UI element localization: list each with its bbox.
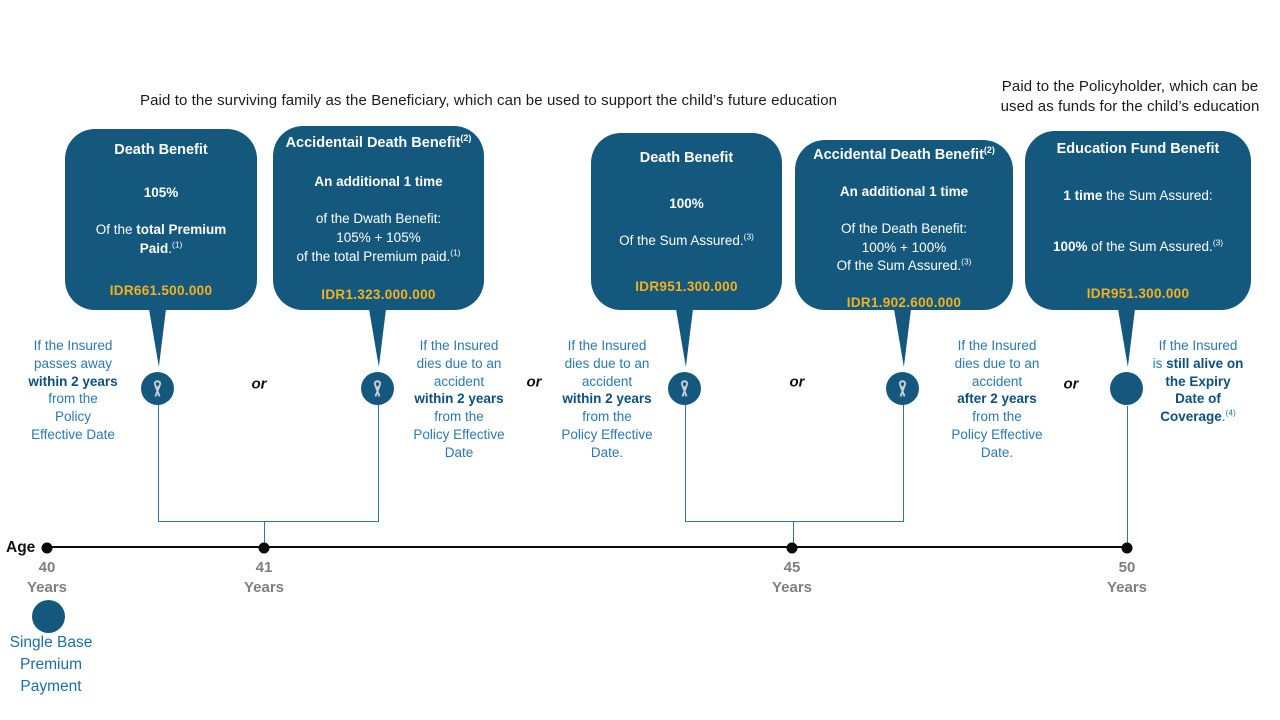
premium-payment-node — [31, 599, 65, 633]
card-benefit-text: 1 time the Sum Assured: 100% of the Sum … — [1052, 188, 1224, 255]
card-amount: IDR951.300.000 — [635, 279, 738, 295]
card-title: Accidental Death Benefit(2) — [813, 145, 995, 163]
or-separator: or — [526, 373, 542, 391]
card-benefit-text: 105% Of the total Premium Paid.(1) — [95, 184, 227, 256]
card-amount: IDR1.323.000.000 — [321, 286, 436, 302]
age-axis-line — [44, 546, 1129, 549]
death-benefit-card-year5: Death Benefit 100% Of the Sum Assured.(3… — [591, 133, 782, 310]
policyholder-caption: Paid to the Policyholder, which can be u… — [1000, 78, 1260, 115]
awareness-ribbon-icon — [153, 380, 162, 397]
timeline-dot-40 — [41, 542, 53, 554]
event-node-accident-y1 — [361, 372, 394, 405]
or-separator: or — [1063, 375, 1079, 393]
connector-line — [902, 405, 904, 522]
card-pointer — [369, 309, 386, 367]
event-node-death-y1 — [141, 372, 174, 405]
timeline-dot-41 — [258, 542, 270, 554]
connector-line — [792, 521, 794, 545]
connector-line — [263, 521, 265, 545]
timeline-dot-45 — [786, 542, 798, 554]
card-amount: IDR661.500.000 — [109, 282, 213, 298]
condition-maturity: If the Insured is still alive on the Exp… — [1152, 338, 1244, 425]
death-benefit-card-year1: Death Benefit 105% Of the total Premium … — [65, 129, 257, 310]
card-title: Death Benefit — [114, 142, 208, 159]
card-benefit-text: An additional 1 time of the Dwath Benefi… — [296, 174, 461, 264]
connector-line — [684, 521, 904, 523]
condition-accident-y5: If the Insured dies due to an accident a… — [951, 338, 1043, 460]
awareness-ribbon-icon — [898, 380, 907, 397]
card-pointer — [149, 309, 166, 367]
card-benefit-text: An additional 1 time Of the Death Benefi… — [836, 183, 972, 274]
premium-payment-label: Single Base Premium Payment — [9, 634, 93, 695]
age-axis-label: Age — [6, 539, 36, 556]
card-amount: IDR1.902.600.000 — [846, 294, 962, 310]
card-pointer — [894, 309, 911, 367]
accidental-death-benefit-card-year1: Accidentail Death Benefit(2) An addition… — [273, 126, 484, 310]
condition-accident-y1: If the Insured dies due to an accident w… — [413, 338, 505, 460]
event-node-accident-y5 — [886, 372, 919, 405]
or-separator: or — [789, 373, 805, 391]
card-pointer — [1118, 309, 1135, 367]
connector-line — [1126, 406, 1128, 544]
connector-line — [157, 405, 159, 522]
card-amount: IDR951.300.000 — [1086, 285, 1190, 301]
connector-line — [684, 405, 686, 522]
or-separator: or — [251, 375, 267, 393]
connector-line — [377, 405, 379, 522]
timeline-dot-50 — [1121, 542, 1133, 554]
condition-death-y5: If the Insured dies due to an accident w… — [561, 338, 653, 460]
card-title: Education Fund Benefit — [1056, 141, 1220, 158]
card-pointer — [676, 309, 693, 367]
event-node-maturity — [1110, 372, 1143, 405]
condition-death-y1: If the Insured passes away within 2 year… — [28, 338, 118, 443]
awareness-ribbon-icon — [680, 380, 689, 397]
connector-line — [157, 521, 379, 523]
card-title: Death Benefit — [639, 149, 734, 166]
event-node-death-y5 — [668, 372, 701, 405]
accidental-death-benefit-card-year5: Accidental Death Benefit(2) An additiona… — [795, 140, 1013, 310]
beneficiary-caption: Paid to the surviving family as the Bene… — [140, 92, 838, 109]
awareness-ribbon-icon — [373, 380, 382, 397]
card-benefit-text: 100% Of the Sum Assured.(3) — [619, 196, 754, 249]
card-title: Accidentail Death Benefit(2) — [285, 133, 472, 152]
education-fund-benefit-card: Education Fund Benefit 1 time the Sum As… — [1025, 131, 1251, 310]
